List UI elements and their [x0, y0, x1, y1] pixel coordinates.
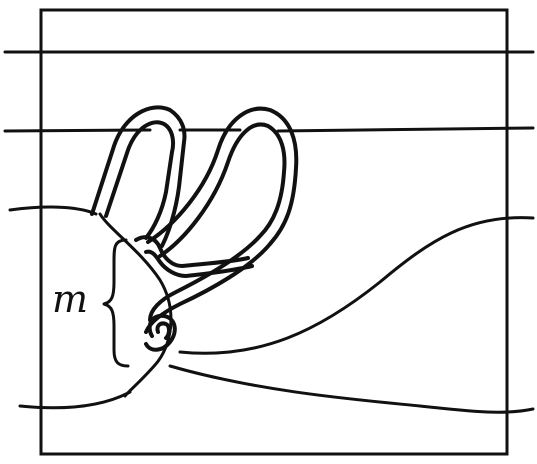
twist-lower	[144, 313, 177, 352]
crossing-upper	[134, 235, 250, 268]
left-wave-strand	[8, 205, 98, 216]
diagram-frame	[39, 8, 509, 456]
horizontal-line-second	[3, 126, 535, 133]
crossing-upper-2	[144, 249, 254, 278]
twist-lower-inner	[155, 321, 171, 340]
label-m: m	[52, 277, 88, 321]
bottom-wave-strand-left	[18, 390, 132, 410]
finger-loop-left-outer	[90, 105, 187, 248]
finger-loop-right-outer	[144, 106, 299, 334]
bottom-wave-strand-right	[168, 364, 535, 414]
brace	[102, 238, 130, 368]
finger-loop-right-inner	[148, 122, 287, 322]
finger-loop-left-inner	[104, 120, 175, 240]
rising-curve	[178, 216, 535, 355]
